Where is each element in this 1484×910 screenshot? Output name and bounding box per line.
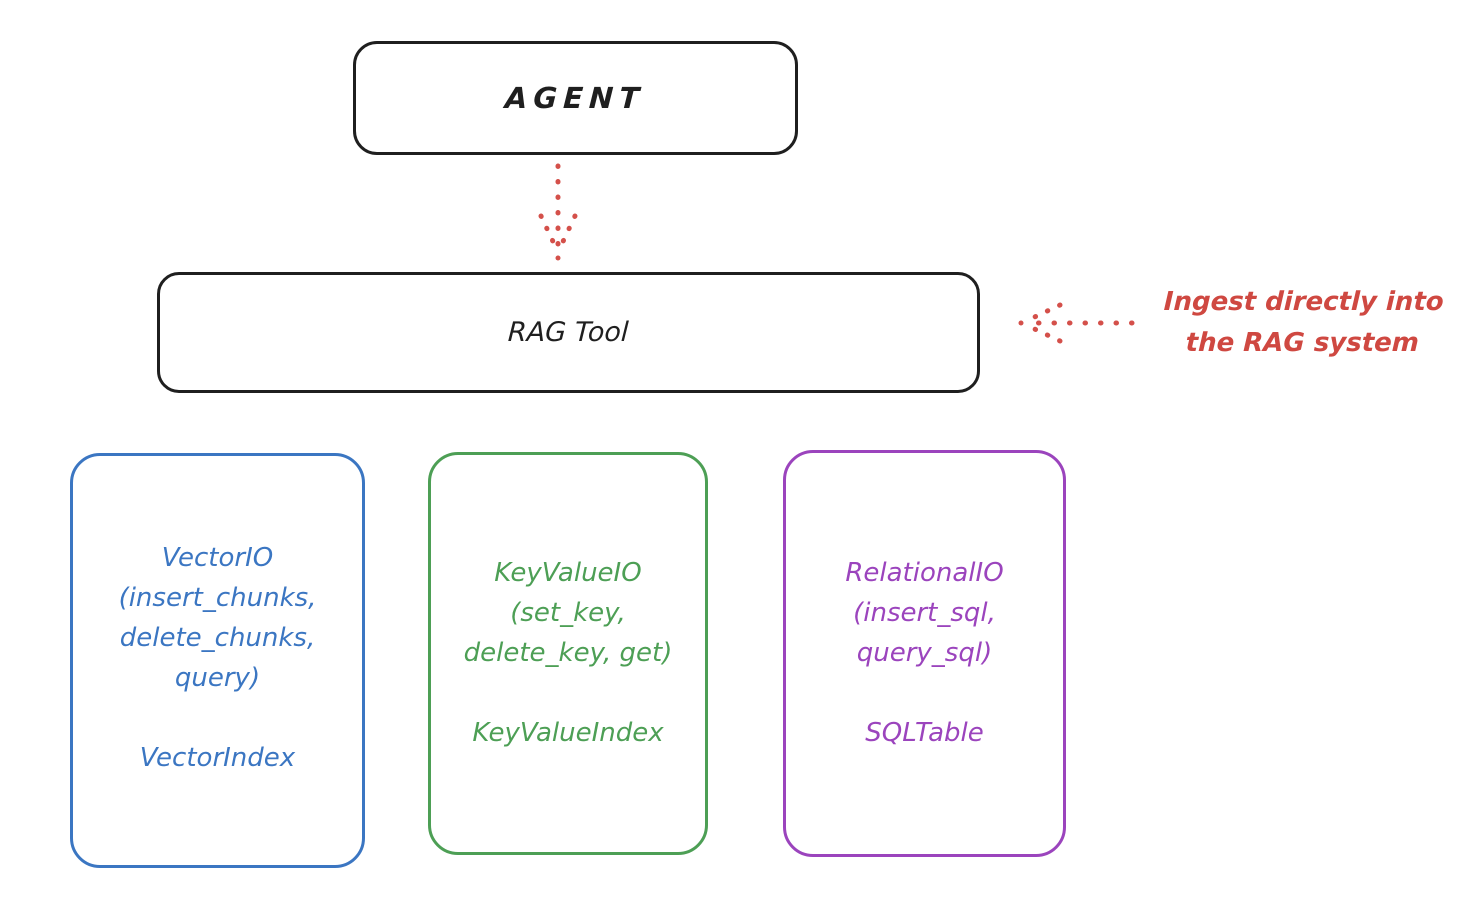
sql-table-label: SQLTable	[865, 718, 984, 748]
key-value-io-line: delete_key, get)	[463, 638, 673, 668]
relational-io-node: RelationalIO (insert_sql, query_sql) SQL…	[783, 450, 1066, 857]
relational-io-line: RelationalIO	[845, 558, 1004, 588]
rag-tool-node: RAG Tool	[157, 272, 980, 393]
key-value-io-node: KeyValueIO (set_key, delete_key, get) Ke…	[428, 452, 708, 855]
relational-io-line: (insert_sql,	[853, 598, 996, 628]
spacer	[786, 673, 1063, 713]
vector-index-label: VectorIndex	[139, 743, 296, 773]
key-value-index-label: KeyValueIndex	[472, 718, 664, 748]
agent-node-label: AGENT	[504, 81, 647, 115]
dotted-arrow-down-icon	[538, 163, 578, 261]
spacer	[73, 698, 362, 738]
vector-io-line: (insert_chunks,	[118, 583, 317, 613]
rag-tool-node-label: RAG Tool	[507, 317, 630, 348]
relational-io-line: query_sql)	[856, 638, 993, 668]
vector-io-line: delete_chunks,	[119, 623, 316, 653]
ingest-annotation-line1: Ingest directly into	[1163, 287, 1445, 317]
vector-io-line: VectorIO	[161, 543, 274, 573]
agent-node: AGENT	[353, 41, 798, 155]
dotted-arrow-left-icon	[1018, 302, 1135, 344]
spacer	[431, 673, 705, 713]
ingest-annotation: Ingest directly into the RAG system	[1132, 282, 1475, 364]
key-value-io-line: KeyValueIO	[494, 558, 642, 588]
key-value-io-line: (set_key,	[510, 598, 626, 628]
vector-io-node: VectorIO (insert_chunks, delete_chunks, …	[70, 453, 365, 868]
ingest-annotation-line2: the RAG system	[1185, 328, 1420, 358]
vector-io-line: query)	[174, 663, 261, 693]
